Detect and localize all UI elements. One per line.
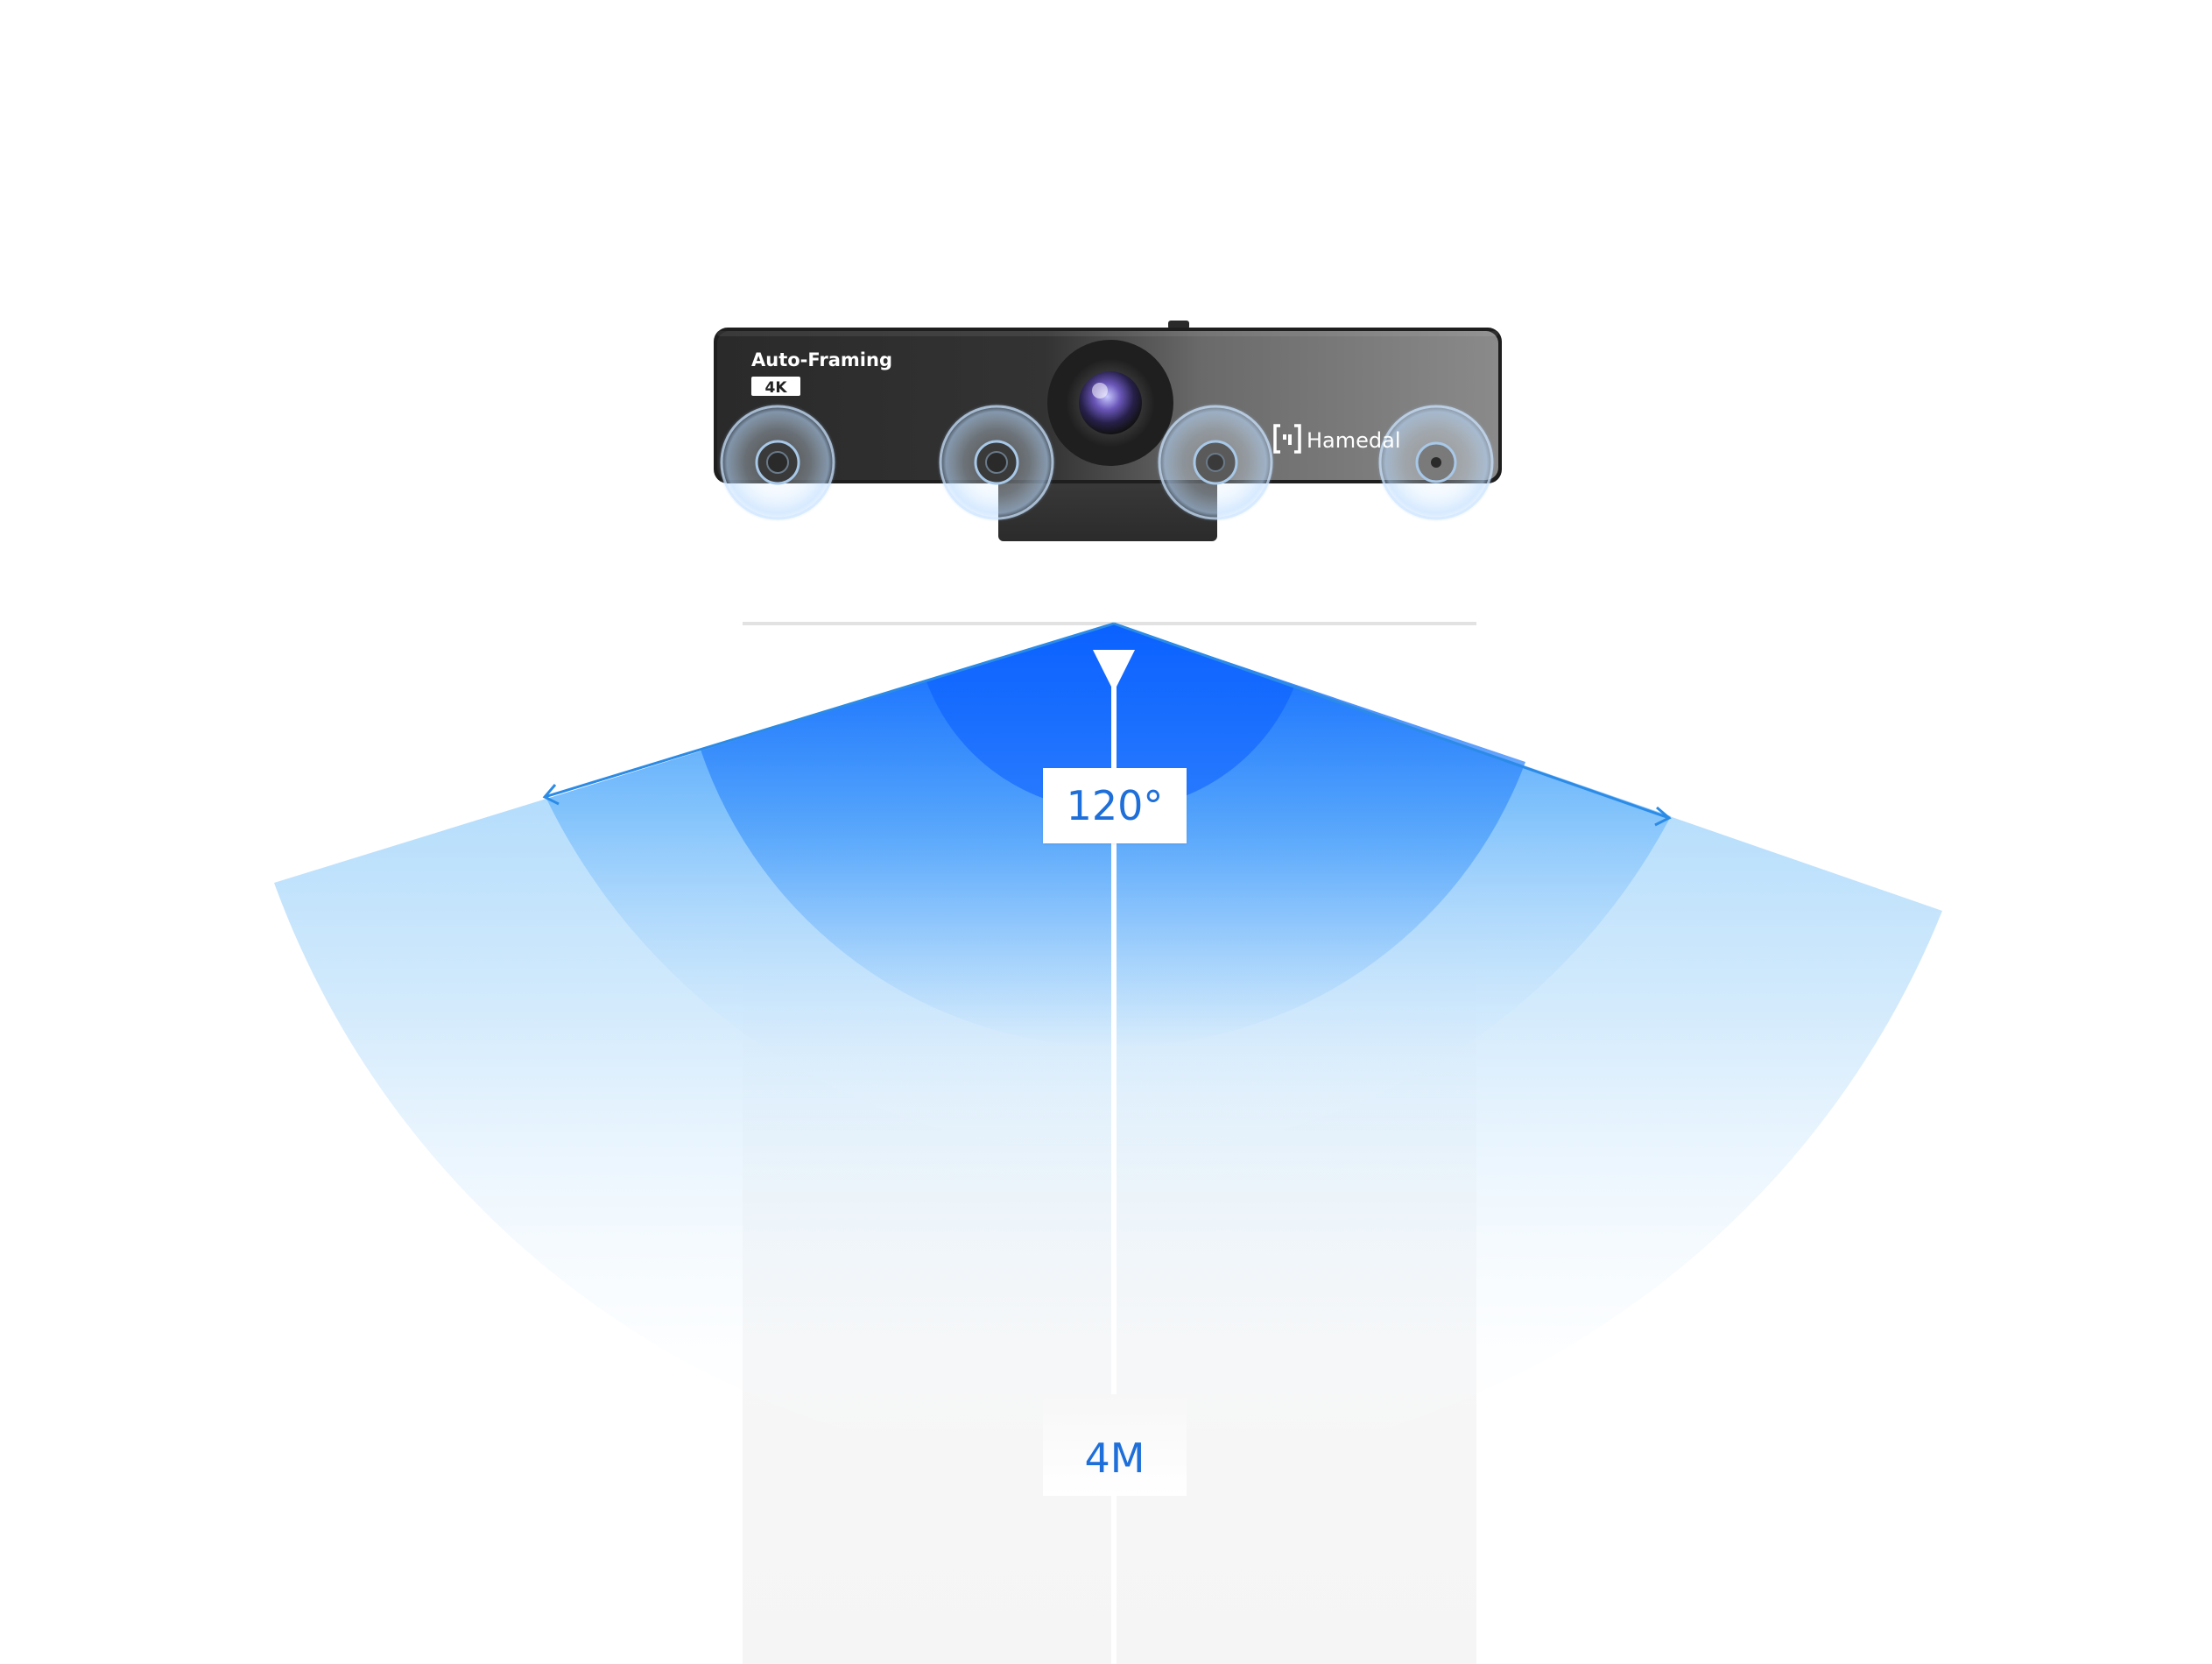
microphone-icon — [718, 403, 837, 522]
top-button — [1168, 321, 1189, 329]
distance-label: 4M — [1043, 1394, 1187, 1496]
brand-logo-text: Hamedal — [1307, 428, 1401, 453]
apex-marker — [1093, 650, 1135, 692]
resolution-badge — [751, 377, 800, 396]
field-of-view-core — [926, 624, 1294, 811]
hamedal-logo: Hamedal — [1273, 424, 1401, 454]
auto-framing-label: Auto-Framing — [751, 349, 892, 370]
angle-label: 120° — [1043, 768, 1187, 843]
webcam: Auto-Framing 4K Hamedal — [714, 321, 1502, 541]
microphone-icon — [1156, 403, 1275, 522]
resolution-badge-label: 4K — [764, 379, 787, 397]
camera-lens-icon — [1047, 340, 1173, 466]
angle-arrows — [542, 622, 1672, 827]
microphone-icon — [937, 403, 1056, 522]
microphone-icon — [1377, 403, 1496, 522]
camera-stand — [998, 477, 1217, 541]
